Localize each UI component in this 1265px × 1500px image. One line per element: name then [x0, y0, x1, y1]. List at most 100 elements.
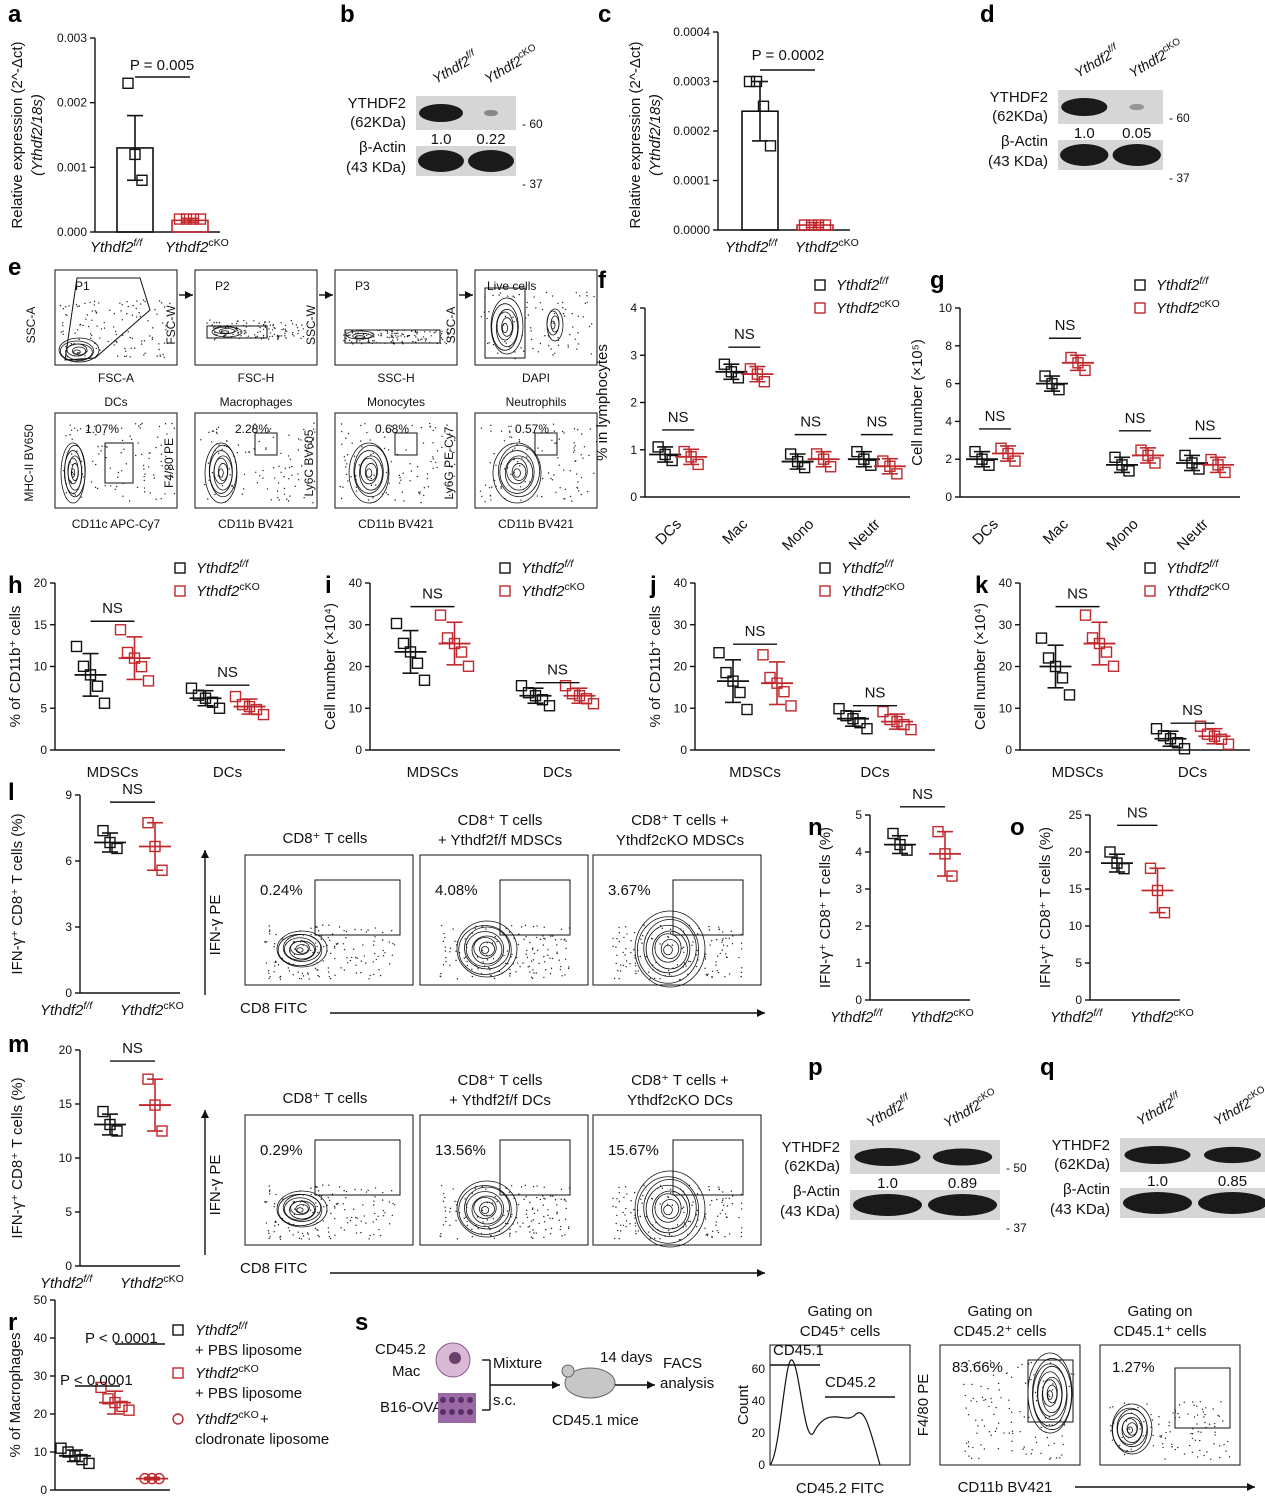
panel-s-cd452-event: [1008, 1432, 1011, 1434]
panel-l-facs-cells-0-event: [302, 944, 304, 946]
panel-letter-k: k: [975, 572, 989, 599]
panel-e-pop-0-event: [95, 434, 97, 436]
panel-m-facs-cells-0-event: [327, 1196, 329, 1199]
panel-e-p2-event: [206, 322, 208, 324]
panel-h-ytick-label: 10: [34, 660, 48, 674]
panel-s-cd451-event: [1168, 1421, 1170, 1423]
panel-e-p2-event: [284, 324, 287, 327]
panel-e-p3-event: [406, 335, 409, 338]
panel-s-cd452-event: [967, 1414, 970, 1416]
panel-e-pop-0-event: [143, 487, 146, 489]
panel-e-p1-event: [139, 303, 142, 305]
panel-m-facs-cells-2-event: [663, 1215, 665, 1217]
panel-m-facs-cells-1-event: [443, 1192, 445, 1195]
panel-e-p2-event: [273, 333, 275, 336]
panel-l-facs-cells-1-event: [505, 927, 507, 929]
panel-e-pop-3-event: [529, 481, 531, 483]
panel-s-tumor-cell: [449, 1397, 455, 1403]
panel-r-g2-point: [146, 1472, 158, 1485]
panel-s-cd452-event: [1000, 1397, 1002, 1399]
panel-m-facs-cells-0-event: [315, 1186, 317, 1188]
panel-e-p3-event: [444, 341, 446, 343]
panel-e-live-event: [586, 295, 588, 297]
panel-s-cd452-event: [1044, 1417, 1047, 1419]
panel-h-cko-0-point: [114, 624, 127, 636]
panel-s-cd451-event: [1110, 1430, 1112, 1432]
panel-s-cd452-contour: [1037, 1371, 1063, 1417]
panel-m-facs-cells-2-event: [664, 1234, 666, 1237]
panel-e-pop-0-event: [92, 460, 94, 463]
panel-s-cd452-event: [1061, 1435, 1063, 1437]
panel-m-facs-cells-0-event: [290, 1194, 292, 1197]
panel-m-facs-title-0: CD8⁺ T cells: [283, 1090, 368, 1107]
panel-e-p3-event: [400, 335, 402, 337]
panel-e-p3-event: [415, 336, 417, 338]
panel-m-facs-cells-2-event: [688, 1220, 690, 1223]
panel-n-ytick-label: 1: [855, 956, 862, 970]
panel-e-p1-event: [70, 343, 73, 345]
panel-e-pop-3-event: [491, 486, 493, 488]
panel-l-facs-cells-1-event: [567, 967, 570, 970]
panel-e-p3-event: [347, 334, 350, 336]
panel-m-facs-cells-1-event: [465, 1203, 467, 1205]
panel-e-p1-event: [68, 305, 70, 307]
panel-e-live-event: [488, 310, 490, 313]
panel-l-facs-cells-1-event: [560, 965, 562, 968]
panel-e-p2-event: [245, 331, 247, 334]
panel-e-pop-2-event: [370, 484, 373, 487]
panel-s-cd451-event: [1214, 1434, 1216, 1436]
panel-l-facs-cells-1-event: [490, 975, 492, 977]
panel-m-facs-cells-2-event: [696, 1209, 699, 1212]
panel-m-facs-cells-0-event: [289, 1210, 291, 1212]
panel-e-live-event: [563, 315, 566, 317]
panel-e-pop-0-event: [63, 476, 66, 479]
panel-e-pop-2-event: [370, 453, 372, 456]
panel-k-cko-1-point: [1194, 720, 1207, 732]
panel-l-facs-cells-1-event: [549, 973, 552, 975]
panel-e-p3-event: [394, 332, 396, 335]
panel-e-pop-1-event: [283, 493, 286, 495]
panel-m-facs-cells-2-event: [619, 1230, 622, 1232]
panel-s-cd451-event: [1111, 1439, 1114, 1441]
panel-m-facs-cells-1-event: [560, 1198, 562, 1200]
panel-m-facs-cells-0-event: [298, 1237, 301, 1240]
panel-a-cko-point: [194, 213, 207, 225]
panel-s-cell-mac: Mac: [392, 1363, 421, 1380]
panel-e-pop-1-event: [312, 446, 314, 448]
panel-s-cd451-event: [1127, 1437, 1129, 1439]
blot-q-band-ythdf2-cko: [1204, 1146, 1261, 1164]
panel-m-facs-cells-2-event: [704, 1216, 706, 1218]
panel-m-facs-cells-1-event: [547, 1214, 549, 1216]
blot-b-quant-cko: 0.22: [476, 131, 505, 148]
panel-m-facs-cells-2-event: [691, 1204, 693, 1207]
panel-e-pop-0-event: [155, 498, 157, 501]
panel-e-pop-2-event: [373, 474, 375, 476]
panel-s-arrow1-head: [552, 1381, 560, 1389]
panel-l-facs-cells-2-event: [688, 960, 690, 963]
panel-e-pop-3-event: [536, 495, 539, 497]
panel-e-pop-0-event: [137, 442, 139, 444]
panel-m-facs-plot-0-frame: [244, 1114, 414, 1246]
panel-s-cd452-event: [978, 1457, 980, 1460]
panel-s-cd451-event: [1123, 1453, 1126, 1456]
panel-m-facs-cells-2-event: [652, 1229, 654, 1231]
panel-m-facs-cells-2-event: [678, 1239, 681, 1241]
panel-k-ff-0-point: [1056, 672, 1069, 684]
panel-l-facs-cells-1-event: [550, 935, 552, 937]
panel-c-ff-point: [757, 100, 770, 112]
blot-d-row-43kda: (43 KDa): [988, 153, 1048, 170]
panel-k-cko-0-point: [1100, 646, 1113, 658]
panel-e-live-event: [562, 307, 564, 309]
panel-l-facs-cells-0-event: [319, 944, 322, 946]
panel-m-ytick-label: 5: [65, 1205, 72, 1219]
panel-m-facs-cells-1-event: [509, 1235, 511, 1237]
panel-e-p2-event: [271, 329, 274, 331]
panel-l-facs-cells-0-event: [320, 935, 323, 937]
panel-e-xlabel-0: FSC-A: [98, 371, 134, 385]
panel-m-facs-xaxis-label: CD8 FITC: [240, 1260, 308, 1277]
panel-m-facs-cells-1-event: [506, 1210, 509, 1212]
panel-l-facs-cells-0-event: [279, 978, 282, 981]
blot-q-row-62kda: (62KDa): [1054, 1156, 1110, 1173]
panel-m-facs-cells-1-event: [567, 1227, 570, 1230]
panel-l-facs-cells-2-event: [740, 948, 743, 950]
